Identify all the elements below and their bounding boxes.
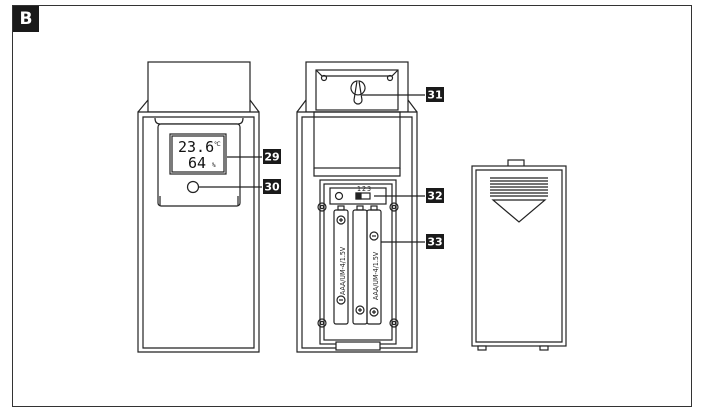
reset-button-icon	[334, 191, 344, 201]
lcd-temperature: 23.6	[178, 138, 214, 156]
callout-31: 31	[426, 87, 444, 102]
minus-icon	[336, 295, 346, 305]
sensor-front-view	[137, 61, 260, 353]
callout-30: 30	[263, 179, 281, 194]
battery-label-3: AAA/UM-4/1.5V	[372, 251, 380, 300]
battery-1	[333, 205, 349, 325]
battery-label-1: AAA/UM-4/1.5V	[339, 246, 347, 295]
callout-32: 32	[426, 188, 444, 203]
lcd-temp-unit: ℃	[214, 141, 221, 148]
arrow-down-icon	[491, 199, 547, 223]
figure-frame	[12, 5, 692, 407]
button-icon	[186, 180, 200, 194]
switch-label-2: 2	[362, 185, 366, 193]
sensor-back-view	[296, 61, 418, 353]
figure-label: B	[13, 6, 39, 32]
callout-32-label: 32	[427, 190, 442, 203]
plus-icon	[355, 305, 365, 315]
callout-29: 29	[263, 149, 281, 164]
callout-33: 33	[426, 234, 444, 249]
callout-30-label: 30	[264, 181, 280, 194]
plus-icon	[336, 215, 346, 225]
battery-cover	[471, 159, 567, 351]
minus-icon	[369, 231, 379, 241]
keyhole-icon	[350, 80, 366, 105]
callout-31-label: 31	[427, 89, 442, 102]
switch-label-1: 1	[357, 185, 361, 193]
callout-29-label: 29	[264, 151, 279, 164]
lcd-humidity: 64	[188, 154, 206, 172]
callout-33-label: 33	[427, 236, 442, 249]
plus-icon	[369, 307, 379, 317]
lcd-humidity-unit: %	[212, 162, 216, 169]
switch-label-3: 3	[367, 185, 371, 193]
battery-3	[366, 205, 382, 325]
